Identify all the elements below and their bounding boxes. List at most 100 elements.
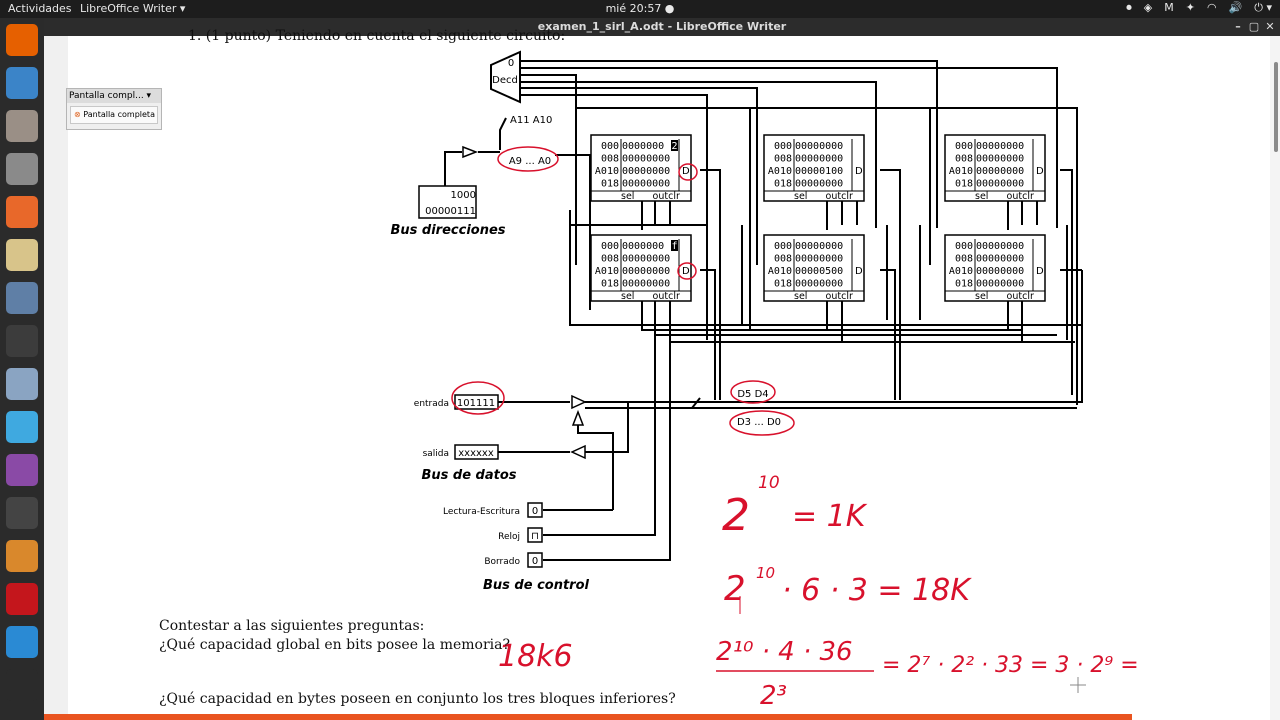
app-menu[interactable]: LibreOffice Writer ▾ — [80, 2, 186, 15]
robot-tool-icon[interactable] — [6, 368, 38, 400]
tray-item-4[interactable]: ◠ — [1206, 1, 1217, 14]
address-bus: 1000 00000111 Bus direcciones — [390, 185, 506, 238]
ram-data-pin: D — [855, 266, 863, 277]
ram-address: 018 — [774, 279, 792, 290]
ram-address: 000 — [601, 141, 619, 152]
eq3-numerator: 2¹⁰ · 4 · 36 — [716, 637, 853, 667]
fullscreen-toolbar: Pantalla compl... ▾ ⊗ Pantalla completa — [66, 88, 162, 130]
eq2-exponent: 10 — [756, 564, 775, 582]
ram-address: A010 — [768, 166, 792, 177]
ram-value: 00000000 — [976, 179, 1024, 190]
circuit-editor-icon[interactable] — [6, 540, 38, 572]
activities-button[interactable]: Actividades — [8, 2, 72, 15]
vertical-scrollbar[interactable] — [1270, 36, 1280, 720]
ram-value: 00000000 — [976, 254, 1024, 265]
fullscreen-button[interactable]: ⊗ Pantalla completa — [70, 106, 158, 124]
system-tray[interactable]: ⏺ ◈ M ✦ ◠ 🔊 ⏻ ▾ — [1126, 1, 1272, 15]
address-splitter-label: A9 ... A0 — [509, 156, 551, 167]
ram-value: 00000000 — [622, 154, 670, 165]
ram-value: 00000000 — [622, 254, 670, 265]
ram-address: A010 — [768, 266, 792, 277]
ram-address: 008 — [601, 254, 619, 265]
software-center-icon[interactable] — [6, 196, 38, 228]
maximize-button[interactable]: ▢ — [1248, 20, 1260, 33]
clock-input — [527, 527, 543, 543]
ram-highlight-value: 2 — [672, 141, 678, 152]
tray-item-3[interactable]: ✦ — [1185, 1, 1195, 14]
data-input-label: entrada — [414, 399, 449, 409]
eq2-base: 2 — [724, 569, 746, 609]
red-annotations — [451, 146, 795, 436]
ram-address: 018 — [774, 179, 792, 190]
drawing-app-icon[interactable] — [6, 282, 38, 314]
ram-bottom-pins: sel outclr — [975, 191, 1034, 202]
ram-highlight — [671, 140, 678, 151]
ram-bottom-pins: sel outclr — [975, 291, 1034, 302]
data-output-value: xxxxxx — [458, 448, 494, 459]
wires — [444, 60, 1083, 561]
data-in-buffer — [571, 394, 587, 410]
fullscreen-icon: ⊗ — [74, 110, 84, 119]
decoder-output-label: 0 — [508, 58, 514, 69]
gears-icon[interactable] — [6, 497, 38, 529]
data-bus-label: Bus de datos — [421, 468, 516, 483]
ram-bottom-pins: sel outclr — [621, 191, 680, 202]
ram-address: 000 — [955, 141, 973, 152]
apps-grid-icon[interactable] — [6, 669, 38, 701]
ram-data-pin: D — [855, 166, 863, 177]
minimize-button[interactable]: – — [1235, 20, 1241, 33]
fullscreen-toolbar-title[interactable]: Pantalla compl... ▾ — [67, 89, 161, 103]
ram-address: 018 — [601, 179, 619, 190]
eq1-exponent: 10 — [758, 473, 780, 493]
writer-document-icon[interactable] — [6, 67, 38, 99]
ram-address: A010 — [595, 266, 619, 277]
ram-address: 018 — [955, 279, 973, 290]
control-buffer — [571, 409, 585, 426]
firefox-icon[interactable] — [6, 24, 38, 56]
questions-intro: Contestar a las siguientes preguntas: — [159, 618, 425, 634]
clock-label: Reloj — [498, 532, 520, 542]
ram-value: 00000000 — [795, 179, 843, 190]
tray-item-0[interactable]: ⏺ — [1126, 1, 1132, 14]
window-title-bar: examen_1_sirl_A.odt - LibreOffice Writer… — [44, 18, 1280, 36]
ram-data-pin: D — [682, 166, 690, 177]
eq2-rest: · 6 · 3 = 18K — [782, 573, 972, 608]
mail-icon[interactable] — [6, 239, 38, 271]
tray-item-2[interactable]: M — [1164, 1, 1174, 14]
rw-label: Lectura-Escritura — [443, 507, 520, 517]
answer-bits: 18k6 — [498, 639, 573, 674]
tray-item-6[interactable]: ⏻ ▾ — [1254, 1, 1272, 14]
terminal-icon[interactable] — [6, 325, 38, 357]
ram-address: 000 — [601, 241, 619, 252]
clock-value: ⊓ — [531, 531, 539, 542]
ram-value: 0000000 — [622, 241, 664, 252]
filezilla-icon[interactable] — [6, 583, 38, 615]
scrollbar-thumb[interactable] — [1274, 62, 1278, 152]
crosshair-cursor-icon — [1070, 677, 1086, 693]
vscode-icon[interactable] — [6, 626, 38, 658]
ram-highlight — [671, 240, 678, 251]
ram-value: 00000100 — [795, 166, 843, 177]
page-left-margin — [44, 36, 68, 720]
question-heading: 1. (1 punto) Teniendo en cuenta el sigui… — [188, 28, 565, 44]
clear-label: Borrado — [484, 557, 520, 567]
tray-item-1[interactable]: ◈ — [1143, 1, 1153, 14]
camera-icon[interactable] — [6, 153, 38, 185]
close-button[interactable]: ✕ — [1265, 20, 1275, 33]
file-cabinet-icon[interactable] — [6, 110, 38, 142]
control-bus: Lectura-Escritura 0 Reloj ⊓ Borrado 0 Bu… — [443, 502, 590, 593]
address-buffer — [462, 145, 479, 159]
media-player-icon[interactable] — [6, 454, 38, 486]
question-1: ¿Qué capacidad global en bits posee la m… — [159, 637, 510, 653]
data-input-value: 101111 — [457, 398, 495, 409]
data-split-low-label: D3 ... D0 — [737, 417, 781, 428]
ram-bottom-pins: sel outclr — [794, 191, 853, 202]
tray-item-5[interactable]: 🔊 — [1228, 1, 1243, 14]
ram-value: 00000000 — [622, 166, 670, 177]
color-tiles-icon[interactable] — [6, 411, 38, 443]
window-title: examen_1_sirl_A.odt - LibreOffice Writer — [537, 20, 787, 33]
